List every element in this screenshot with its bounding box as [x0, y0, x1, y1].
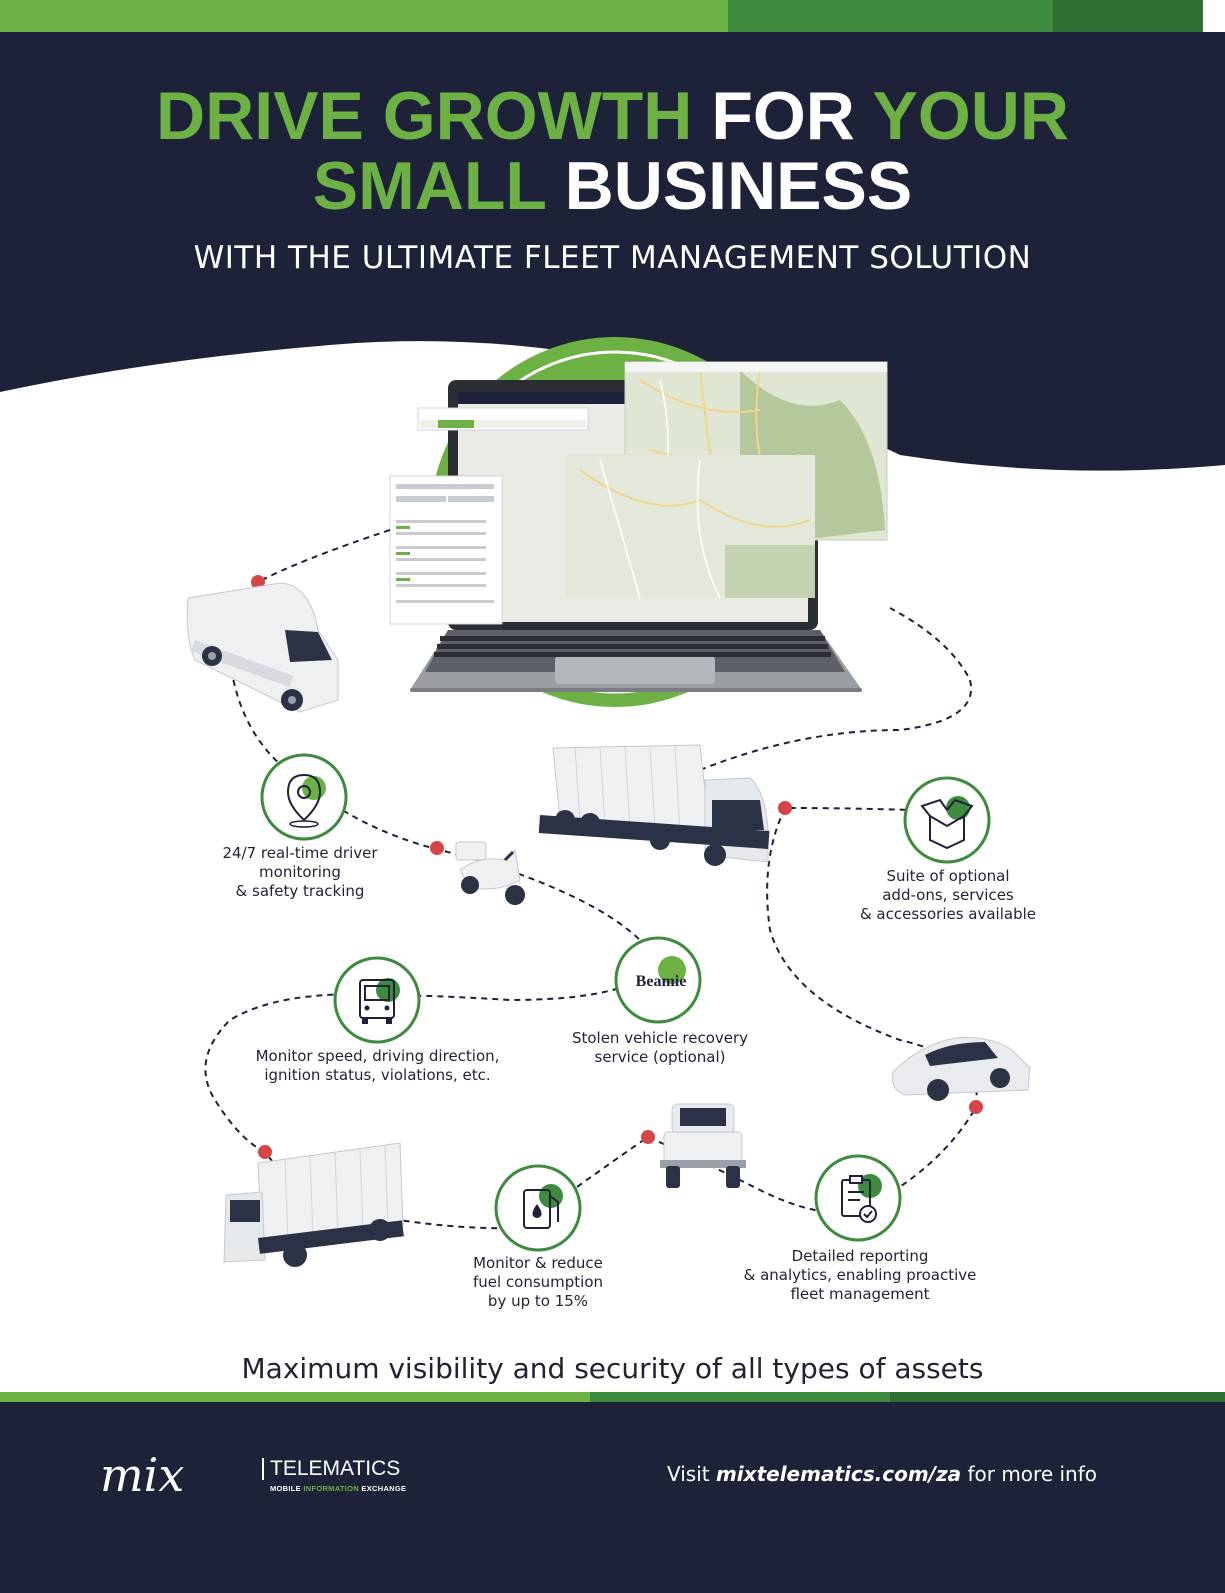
top-bar-dark — [1053, 0, 1203, 32]
truck-icon — [538, 744, 770, 866]
location-pin-icon — [260, 753, 348, 841]
headline-word: DRIVE GROWTH — [155, 78, 693, 154]
feature-caption-recovery: Stolen vehicle recovery service (optiona… — [560, 1029, 760, 1067]
caption-line: monitoring — [259, 863, 341, 881]
logo-sub-word: MOBILE — [270, 1484, 301, 1493]
footer-bar-light — [0, 1392, 590, 1402]
caption-line: Stolen vehicle recovery — [571, 1029, 749, 1047]
header-background — [0, 32, 1225, 471]
top-bar-light — [0, 0, 728, 32]
top-bar-mid — [728, 0, 1053, 32]
footer-bar-mid — [590, 1392, 890, 1402]
caption-line: by up to 15% — [487, 1292, 589, 1310]
open-box-icon — [903, 776, 991, 864]
box-truck-icon — [223, 1142, 404, 1267]
caption-line: 24/7 real-time driver — [222, 844, 378, 862]
route-marker — [251, 575, 265, 589]
scooter-icon — [455, 841, 525, 905]
visit-prefix: Visit — [666, 1462, 710, 1486]
headline-line-2: SMALL BUSINESS — [0, 150, 1225, 222]
clipboard-check-icon — [814, 1154, 902, 1242]
route-markers — [251, 575, 983, 1159]
logo-subtitle: MOBILE INFORMATION EXCHANGE — [262, 1484, 406, 1493]
caption-line: add-ons, services — [882, 886, 1014, 904]
route-marker — [430, 841, 444, 855]
car-icon — [892, 1037, 1031, 1101]
visit-link[interactable]: mixtelematics.com/za — [715, 1462, 962, 1486]
headline-word: BUSINESS — [564, 148, 913, 224]
feature-caption-speed: Monitor speed, driving direction, igniti… — [240, 1047, 515, 1085]
route-marker — [969, 1100, 983, 1114]
truck-front-icon — [333, 956, 421, 1044]
route-marker — [778, 801, 792, 815]
mix-logo-mark: mix — [100, 1448, 185, 1502]
caption-line: Monitor & reduce — [473, 1254, 603, 1272]
logo-telematics: TELEMATICS — [262, 1458, 400, 1480]
fuel-pump-icon — [494, 1164, 582, 1252]
beamie-logo-text: Beamie — [635, 973, 687, 990]
feature-caption-reporting: Detailed reporting & analytics, enabling… — [735, 1247, 985, 1304]
route-wizard-panel — [417, 407, 589, 431]
caption-line: & accessories available — [859, 905, 1037, 923]
footer-bar-dark — [890, 1392, 1225, 1402]
caption-line: Monitor speed, driving direction, — [255, 1047, 500, 1065]
caption-line: service (optional) — [594, 1048, 726, 1066]
headline-word: YOUR — [872, 78, 1070, 154]
caption-line: & safety tracking — [235, 882, 365, 900]
tagline: Maximum visibility and security of all t… — [241, 1352, 984, 1385]
visit-suffix: for more info — [967, 1462, 1097, 1486]
feature-circles — [260, 753, 991, 1252]
caption-line: Suite of optional — [886, 867, 1010, 885]
headline-line-1: DRIVE GROWTH FOR YOUR — [0, 80, 1225, 152]
feature-caption-monitoring: 24/7 real-time driver monitoring & safet… — [200, 844, 400, 901]
map-panel-secondary — [565, 455, 815, 599]
beamie-logo — [614, 936, 702, 1024]
route-marker — [258, 1145, 272, 1159]
trip-list-panel — [389, 475, 503, 625]
route-marker — [641, 1130, 655, 1144]
caption-line: Detailed reporting — [791, 1247, 929, 1265]
caption-line: fuel consumption — [472, 1273, 604, 1291]
headline-word: FOR — [711, 78, 855, 154]
van-icon — [186, 582, 339, 713]
footer-background — [0, 1402, 1225, 1593]
headline-word: SMALL — [312, 148, 546, 224]
feature-caption-fuel: Monitor & reduce fuel consumption by up … — [438, 1254, 638, 1311]
caption-line: & analytics, enabling proactive — [743, 1266, 977, 1284]
footer-visit-text: Visit mixtelematics.com/za for more info — [667, 1462, 1097, 1486]
feature-caption-addons: Suite of optional add-ons, services & ac… — [848, 867, 1048, 924]
subheadline: WITH THE ULTIMATE FLEET MANAGEMENT SOLUT… — [193, 240, 1032, 276]
pickup-icon — [660, 1103, 746, 1188]
logo-sub-word: INFORMATION — [303, 1484, 360, 1493]
caption-line: fleet management — [790, 1285, 930, 1303]
logo-sub-word: EXCHANGE — [361, 1484, 407, 1493]
caption-line: ignition status, violations, etc. — [264, 1066, 491, 1084]
